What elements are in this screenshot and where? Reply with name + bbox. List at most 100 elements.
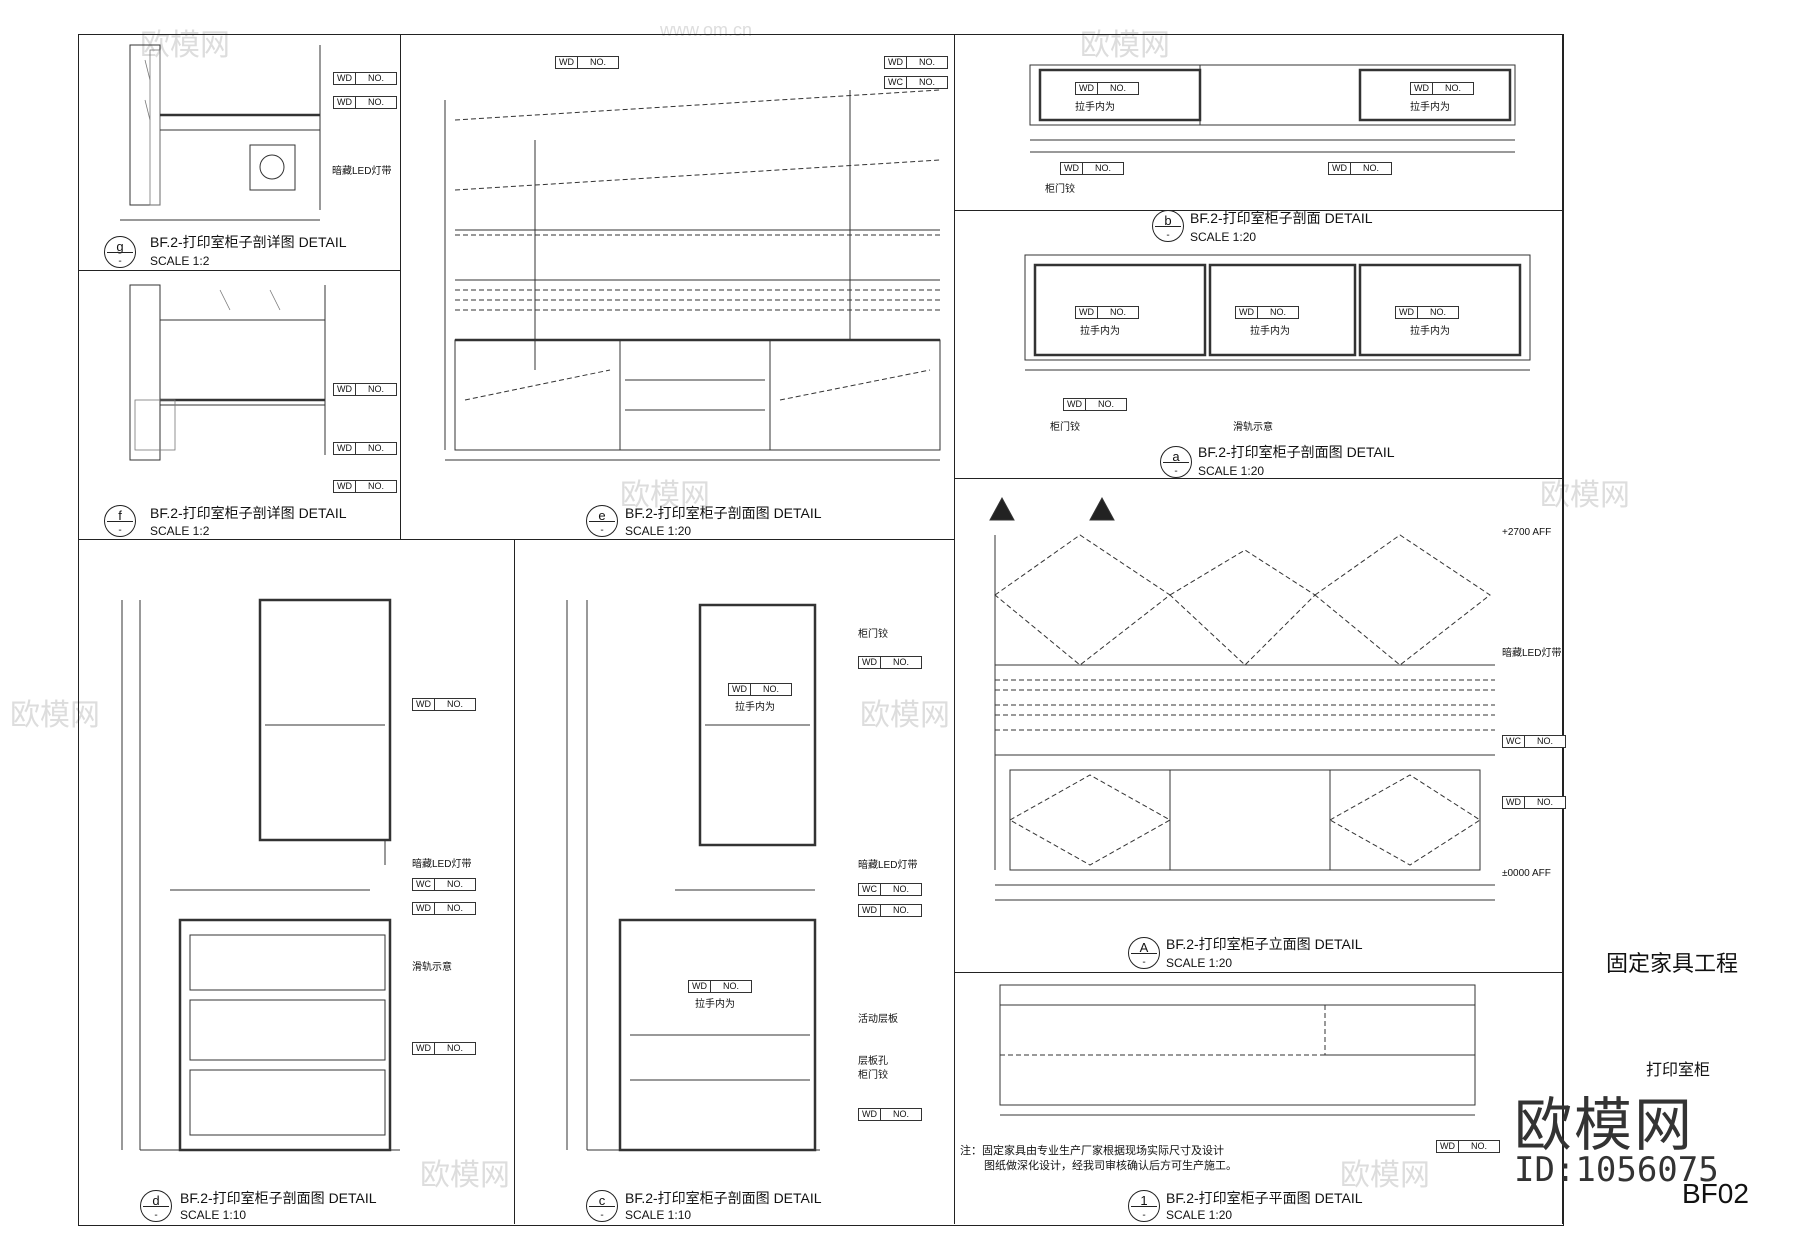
faint-watermark: 欧模网 xyxy=(1540,479,1630,512)
panel-divider xyxy=(78,270,400,271)
sheet-number: BF02 xyxy=(1682,1178,1749,1209)
detail-e-title: BF.2-打印室柜子剖面图 DETAIL xyxy=(625,505,822,521)
detail-e-drawing xyxy=(444,89,941,461)
panel-divider xyxy=(514,539,515,1224)
detail-f-title: BF.2-打印室柜子剖详图 DETAIL xyxy=(150,505,347,521)
faint-watermark-url: www.om.cn xyxy=(660,20,753,40)
plan-1-drawing xyxy=(999,984,1476,1116)
handle-label: 拉手内为 xyxy=(735,702,775,713)
note-line: 注：固定家具由专业生产厂家根据现场实际尺寸及设计 xyxy=(960,1145,1224,1157)
detail-bubble-1: 1- xyxy=(1128,1190,1160,1222)
panel-divider xyxy=(78,539,400,540)
level-top-label: +2700 AFF xyxy=(1502,527,1552,538)
detail-b-scale: SCALE 1:20 xyxy=(1190,230,1257,244)
detail-d-title: BF.2-打印室柜子剖面图 DETAIL xyxy=(180,1190,377,1206)
detail-e-scale: SCALE 1:20 xyxy=(625,524,692,538)
hinge-label: 柜门铰 xyxy=(1045,184,1075,195)
note-line: 图纸做深化设计，经我司审核确认后方可生产施工。 xyxy=(984,1160,1237,1172)
faint-watermark: 欧模网 xyxy=(860,699,950,732)
border-line xyxy=(1562,34,1563,1224)
detail-c-drawing xyxy=(566,600,820,1152)
hinge-label: 柜门铰 xyxy=(858,1070,888,1081)
panel-divider xyxy=(400,34,401,539)
detail-b-drawing xyxy=(1029,64,1516,153)
handle-label: 拉手内为 xyxy=(1250,326,1290,337)
detail-bubble-d: d- xyxy=(140,1190,172,1222)
plan-1-title: BF.2-打印室柜子平面图 DETAIL xyxy=(1166,1190,1363,1206)
elevation-A-title: BF.2-打印室柜子立面图 DETAIL xyxy=(1166,936,1363,952)
watermark-id: ID:1056075 xyxy=(1514,1150,1719,1190)
elevation-A-scale: SCALE 1:20 xyxy=(1166,956,1233,970)
detail-c-scale: SCALE 1:10 xyxy=(625,1208,692,1222)
detail-f-drawing xyxy=(129,284,326,461)
plan-1-scale: SCALE 1:20 xyxy=(1166,1208,1233,1222)
detail-g-title: BF.2-打印室柜子剖详图 DETAIL xyxy=(150,234,347,250)
detail-a-title: BF.2-打印室柜子剖面图 DETAIL xyxy=(1198,444,1395,460)
detail-b-title: BF.2-打印室柜子剖面 DETAIL xyxy=(1190,210,1373,226)
hinge-label: 柜门铰 xyxy=(858,629,888,640)
detail-g-drawing xyxy=(120,44,321,221)
detail-a-scale: SCALE 1:20 xyxy=(1198,464,1265,478)
panel-divider xyxy=(400,539,954,540)
faint-watermark: 欧模网 xyxy=(10,699,100,732)
handle-label: 拉手内为 xyxy=(1410,326,1450,337)
led-label: 暗藏LED灯带 xyxy=(1502,648,1562,659)
project-title: 固定家具工程 xyxy=(1606,951,1739,976)
handle-label: 拉手内为 xyxy=(1075,102,1115,113)
faint-watermark: 欧模网 xyxy=(420,1159,510,1192)
elevation-A-drawing xyxy=(989,496,1495,901)
pin-hole-label: 层板孔 xyxy=(858,1056,888,1067)
led-label: 暗藏LED灯带 xyxy=(332,166,392,177)
faint-watermark: 欧模网 xyxy=(620,479,710,512)
handle-label: 拉手内为 xyxy=(1410,102,1450,113)
detail-bubble-b: b- xyxy=(1152,210,1184,242)
led-label: 暗藏LED灯带 xyxy=(412,859,472,870)
handle-label: 拉手内为 xyxy=(695,999,735,1010)
drawing-frame xyxy=(78,34,1564,1226)
detail-bubble-c: c- xyxy=(586,1190,618,1222)
level-base-label: ±0000 AFF xyxy=(1502,868,1551,879)
hinge-label: 柜门铰 xyxy=(1050,422,1080,433)
panel-divider xyxy=(954,972,1562,973)
shelf-label: 活动层板 xyxy=(858,1014,898,1025)
panel-divider xyxy=(954,34,955,1224)
detail-bubble-A: A- xyxy=(1128,937,1160,969)
detail-f-scale: SCALE 1:2 xyxy=(150,524,210,538)
detail-d-scale: SCALE 1:10 xyxy=(180,1208,247,1222)
detail-a-drawing xyxy=(1024,254,1531,371)
detail-bubble-f: f- xyxy=(104,505,136,537)
detail-d-drawing xyxy=(121,598,400,1152)
detail-c-title: BF.2-打印室柜子剖面图 DETAIL xyxy=(625,1190,822,1206)
led-label: 暗藏LED灯带 xyxy=(858,860,918,871)
detail-g-scale: SCALE 1:2 xyxy=(150,254,210,268)
panel-divider xyxy=(954,210,1562,211)
